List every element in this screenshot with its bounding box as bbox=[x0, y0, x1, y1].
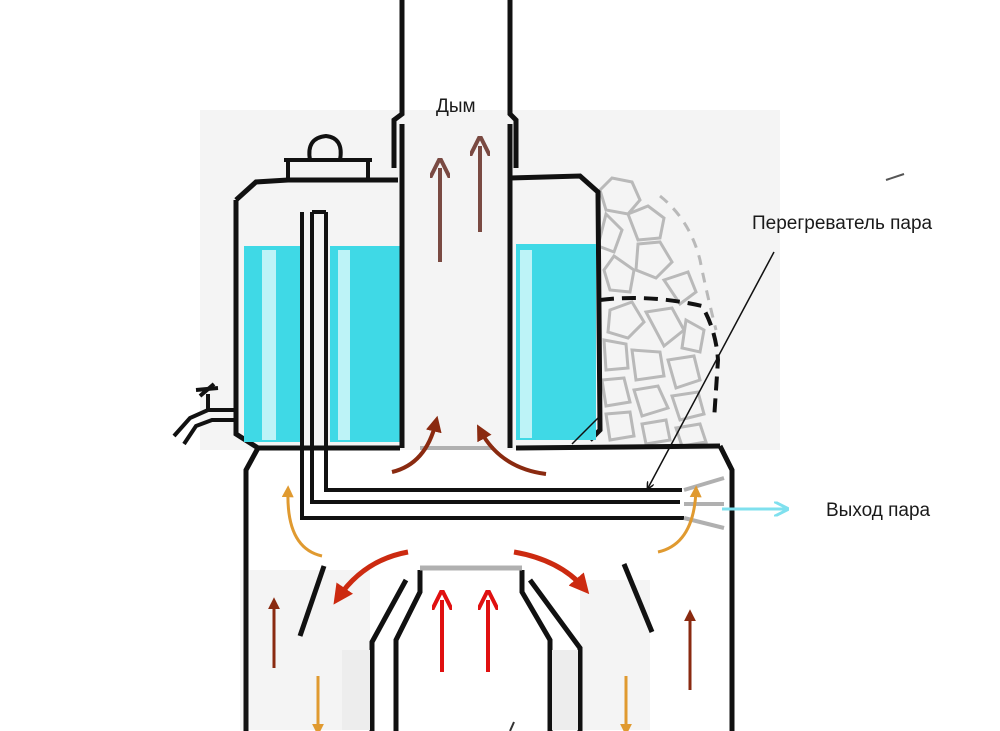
superheater-label: Перегреватель пара bbox=[752, 213, 933, 234]
hot-gas-arrows bbox=[333, 415, 590, 605]
steam-outlet-label: Выход пара bbox=[826, 500, 931, 521]
water-fill bbox=[244, 244, 596, 442]
corner-mark bbox=[885, 173, 905, 181]
stone-pile bbox=[596, 176, 718, 448]
combustion-chamber bbox=[342, 565, 583, 731]
tank-lid bbox=[284, 133, 372, 180]
smoke-label: Дым bbox=[436, 96, 476, 117]
bottom-mark bbox=[509, 721, 515, 731]
chimney bbox=[391, 0, 519, 448]
firebox bbox=[243, 444, 735, 731]
superheater-pipe bbox=[300, 210, 684, 520]
faucet bbox=[172, 382, 236, 446]
stone-enclosure-dashed bbox=[599, 296, 721, 421]
superheater-leader bbox=[571, 251, 775, 488]
flame-arrows bbox=[442, 600, 488, 672]
smoke-arrows bbox=[440, 146, 480, 262]
baffles bbox=[297, 563, 655, 637]
water-tank bbox=[233, 173, 721, 451]
warm-arrows bbox=[268, 485, 702, 731]
